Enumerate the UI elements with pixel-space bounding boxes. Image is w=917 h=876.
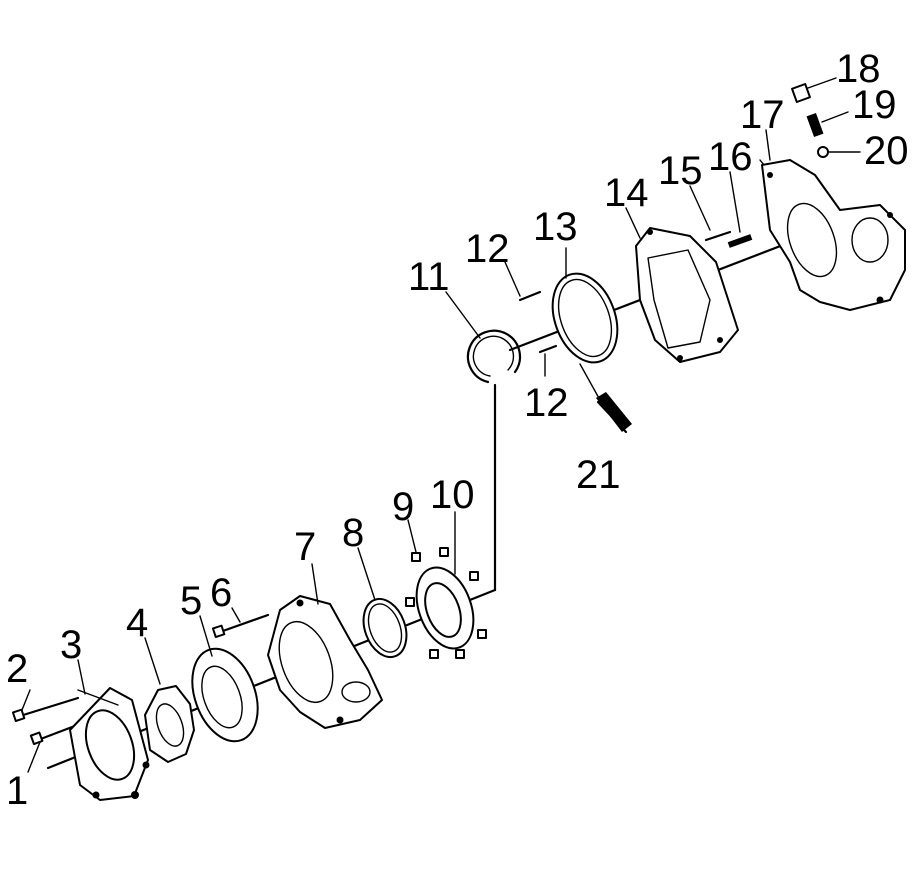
callout-4: 4	[126, 601, 148, 645]
callout-11: 11	[408, 255, 450, 299]
callout-1: 1	[6, 769, 28, 813]
part-pin-15	[704, 230, 732, 242]
callout-3: 3	[60, 623, 82, 667]
callout-17: 17	[740, 93, 785, 137]
callout-20: 20	[864, 129, 909, 173]
part-front-housing-17	[761, 159, 906, 311]
part-gear-4	[144, 685, 195, 763]
callout-16: 16	[708, 135, 753, 179]
callout-13: 13	[533, 205, 578, 249]
part-cover-plate-3	[69, 687, 150, 801]
part-blocks-9	[405, 547, 487, 659]
part-spring-19	[806, 112, 824, 138]
part-plug-18	[791, 83, 811, 103]
callout-2: 2	[6, 647, 28, 691]
part-pin-16	[727, 234, 753, 248]
part-pin-12b	[538, 344, 558, 354]
part-rotor-5	[191, 647, 259, 743]
part-bolt-6	[211, 613, 270, 638]
callout-5: 5	[180, 579, 202, 623]
callout-labels: 1 2 3 4 5 6 7 8 9 10 11 12 12 13 14 15 1…	[6, 47, 909, 813]
callout-12-lower: 12	[524, 381, 569, 425]
callout-6: 6	[210, 571, 232, 615]
callout-14: 14	[604, 171, 649, 215]
callout-9: 9	[392, 485, 414, 529]
part-bolt-2	[11, 696, 80, 722]
part-snap-ring-11	[466, 329, 522, 384]
part-ball-20	[817, 146, 829, 158]
part-pin-12a	[518, 290, 542, 302]
part-spring-21	[596, 392, 632, 434]
callout-21: 21	[576, 453, 621, 497]
callout-10: 10	[430, 473, 475, 517]
callout-8: 8	[342, 511, 364, 555]
part-band-13	[551, 272, 619, 364]
callout-12-upper: 12	[465, 227, 510, 271]
leader-lines	[21, 77, 861, 773]
part-gasket-14	[635, 227, 739, 363]
callout-7: 7	[294, 525, 316, 569]
callout-19: 19	[852, 83, 897, 127]
part-pump-body-7	[267, 595, 383, 729]
part-plate-10	[415, 566, 475, 650]
callout-18: 18	[836, 47, 881, 91]
callout-15: 15	[658, 149, 703, 193]
assembly-axis-lines	[46, 159, 841, 770]
